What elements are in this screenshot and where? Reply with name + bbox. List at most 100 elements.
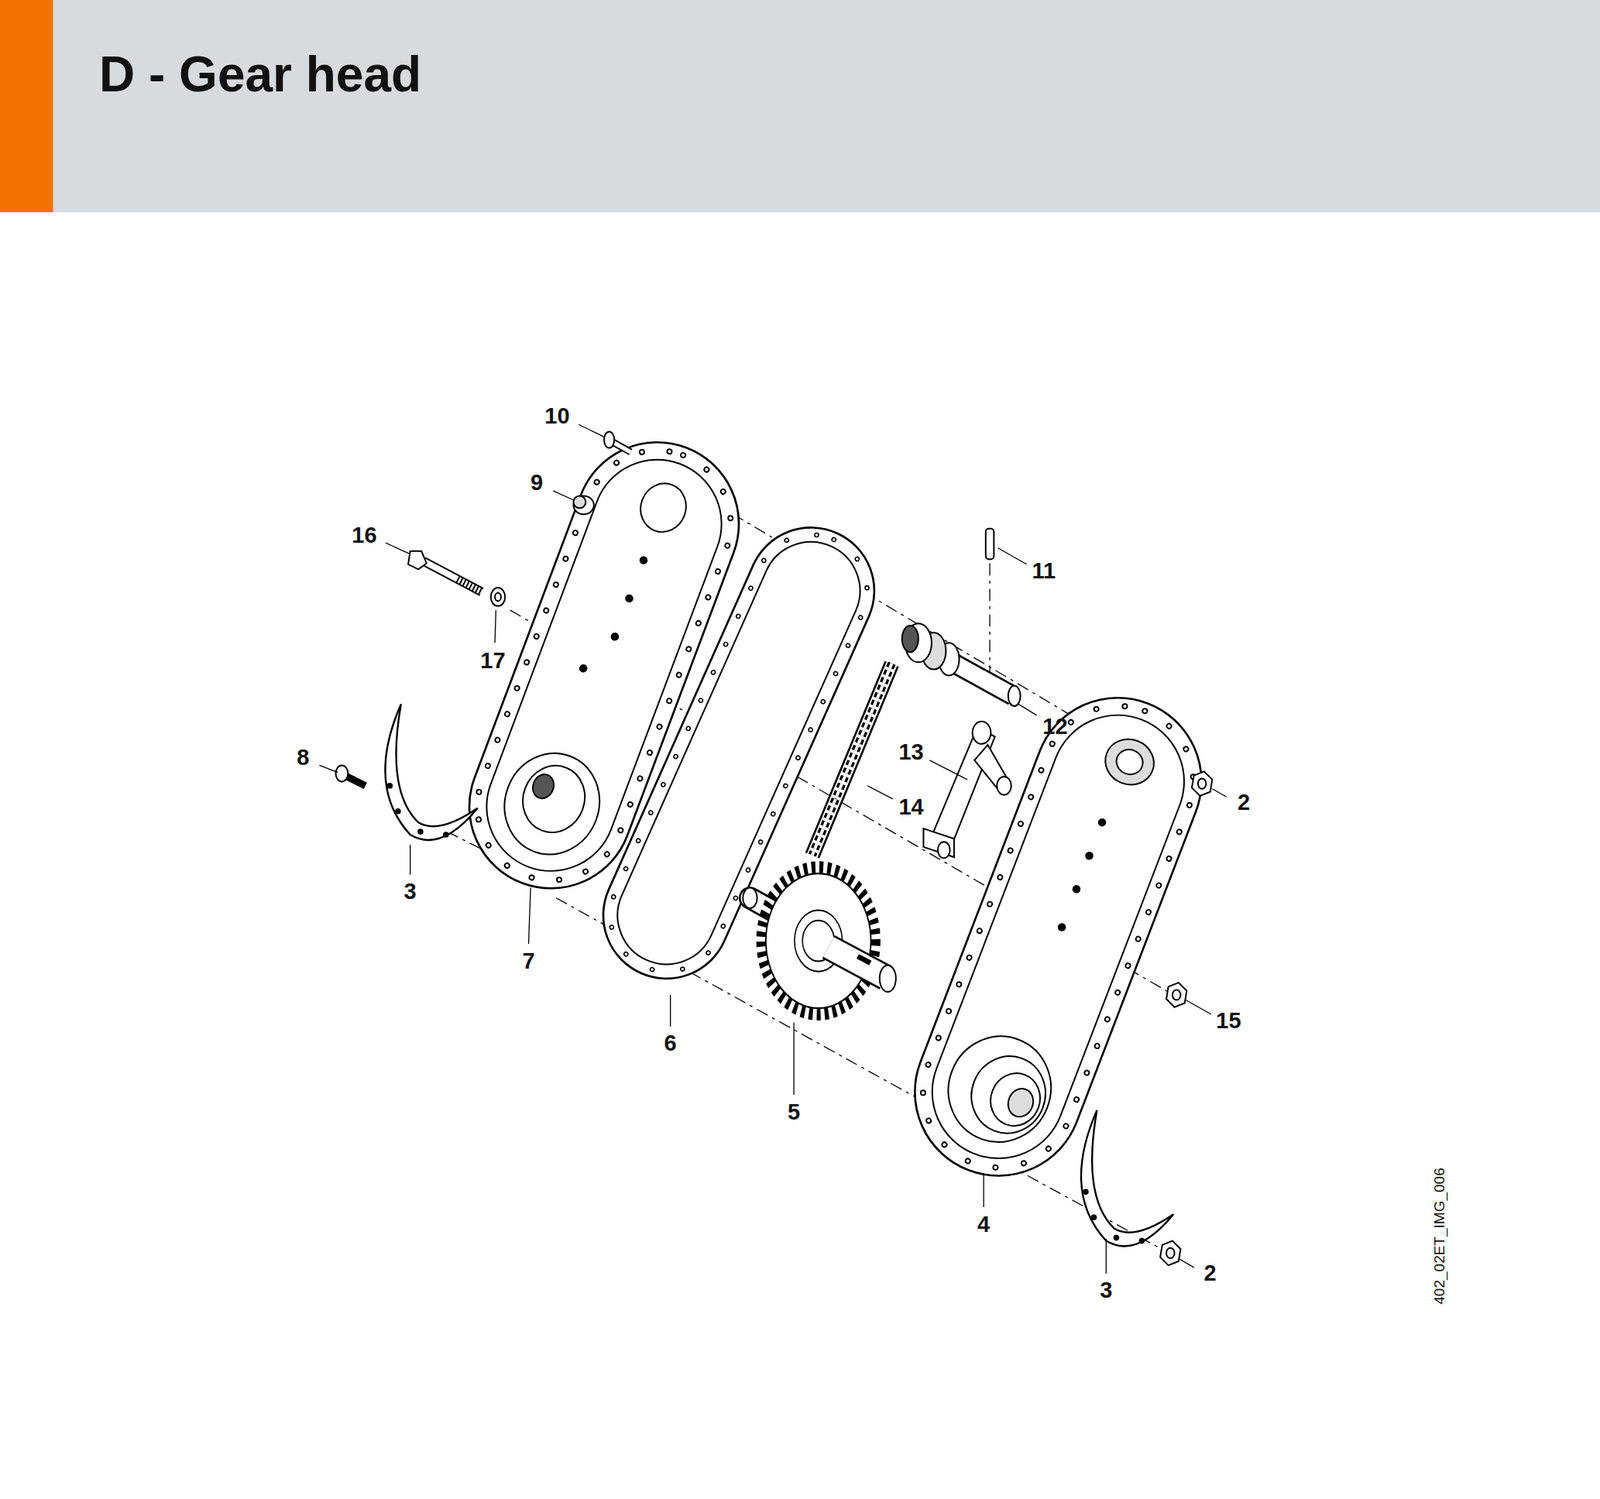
cover-plate-part (900, 683, 1216, 1190)
callout-number: 9 (530, 471, 543, 495)
cover-plate-part (529, 771, 558, 802)
leader-lines-part (1105, 1239, 1107, 1274)
cover-plate-part (890, 673, 1226, 1201)
sprocket-shaft-part-part (765, 873, 872, 1009)
fasteners-part (1166, 982, 1187, 1008)
fasteners-part (490, 587, 505, 607)
fasteners-part (1166, 1248, 1175, 1259)
fasteners-part (573, 496, 586, 509)
cover-plate-part (577, 662, 589, 674)
callout-number: 8 (296, 746, 310, 770)
callout-number: 7 (521, 950, 535, 973)
drive-chain-part (812, 663, 893, 856)
cover-plate-part (638, 555, 649, 567)
leader-lines-part (669, 995, 671, 1027)
tine-part (384, 703, 478, 841)
sprocket-shaft-part (856, 954, 872, 965)
fasteners-part (352, 779, 366, 787)
sprocket-shaft-part-part (761, 867, 876, 1015)
fasteners-part (423, 561, 482, 593)
sprocket-shaft-part (828, 947, 886, 979)
fasteners-part (1172, 989, 1182, 1000)
tine-part (443, 832, 448, 837)
callout-number: 11 (1032, 559, 1057, 583)
input-shaft-part (1008, 686, 1021, 707)
fasteners-part (612, 442, 632, 453)
callout-number: 15 (1215, 1009, 1241, 1033)
callout-number: 2 (1204, 1262, 1217, 1285)
callout-number: 12 (1042, 715, 1068, 739)
sprocket-shaft-part (742, 888, 757, 909)
image-id: 402_02ET_IMG_006 (1431, 1168, 1446, 1305)
tine-part (387, 783, 392, 788)
leader-lines-part (1179, 1259, 1194, 1268)
fasteners-part (612, 442, 632, 453)
cover-plate-part (982, 1066, 1048, 1134)
cover-plate-part (900, 683, 1216, 1190)
bracket-part (930, 726, 996, 848)
cover-plate-part (1096, 817, 1108, 828)
header-band (0, 0, 1600, 213)
tine-part (395, 809, 400, 814)
cover-plate-part (913, 696, 1204, 1178)
tine (384, 703, 1174, 1247)
input-shaft-part (902, 625, 919, 653)
fasteners-part (1198, 779, 1207, 790)
fasteners-part (1160, 1241, 1181, 1267)
cover-plate-part (1098, 732, 1161, 793)
drive-chain-part (818, 666, 899, 859)
cover-plate-part (1056, 922, 1068, 934)
callout-number: 3 (404, 880, 417, 904)
callout-number: 4 (977, 1213, 990, 1237)
input-shaft-part (954, 663, 1013, 697)
callout-number: 6 (664, 1032, 677, 1055)
fasteners-part (335, 765, 348, 782)
leader-lines-part (1185, 1000, 1212, 1015)
alignment-lines-part (988, 563, 990, 673)
tine-part (418, 829, 423, 834)
drive-chain (806, 661, 899, 859)
leader-lines-part (552, 490, 574, 501)
fasteners-part (573, 496, 594, 516)
pin (985, 528, 995, 560)
leader-lines (319, 424, 1226, 1274)
cover-plate-part (1071, 884, 1082, 896)
header-accent (0, 0, 54, 213)
cover-plate-part (624, 593, 636, 605)
fasteners (335, 431, 1213, 1266)
tine-part (1081, 1110, 1174, 1247)
callout-number: 14 (898, 796, 924, 819)
cover-plate-part (513, 756, 595, 842)
sprocket-shaft-part (761, 867, 876, 1015)
sprocket-shaft (742, 867, 897, 1015)
tine-part (1091, 1215, 1096, 1220)
callout-number: 10 (544, 405, 570, 428)
input-shaft-part (954, 663, 1013, 697)
leader-lines-part (578, 424, 605, 437)
page-title: D - Gear head (99, 45, 422, 104)
drive-chain-part (806, 661, 886, 854)
leader-lines-part (793, 1023, 794, 1096)
callout-number: 17 (480, 649, 505, 673)
fasteners-part (408, 551, 427, 570)
cover-plate-part (1004, 1084, 1038, 1121)
tine-part (1083, 1190, 1088, 1195)
fasteners-part (604, 431, 615, 448)
sprocket-shaft-part (828, 947, 886, 979)
input-shaft (902, 528, 1021, 707)
cover-plate-part (490, 739, 615, 869)
cover-plate-part (933, 1021, 1067, 1158)
cover-plate-part (1112, 745, 1147, 779)
sprocket-shaft-part (879, 965, 897, 993)
cover-plate-part (1084, 850, 1096, 862)
callout-number: 13 (898, 741, 924, 764)
bracket-part (937, 841, 951, 859)
fasteners-part (1191, 771, 1213, 797)
leader-lines-part (1018, 703, 1037, 715)
leader-lines-part (867, 786, 893, 800)
cover-plate-part (633, 477, 694, 540)
leader-lines-part (1212, 789, 1226, 798)
leader-lines-part (385, 542, 411, 554)
tine-part (1114, 1236, 1119, 1240)
